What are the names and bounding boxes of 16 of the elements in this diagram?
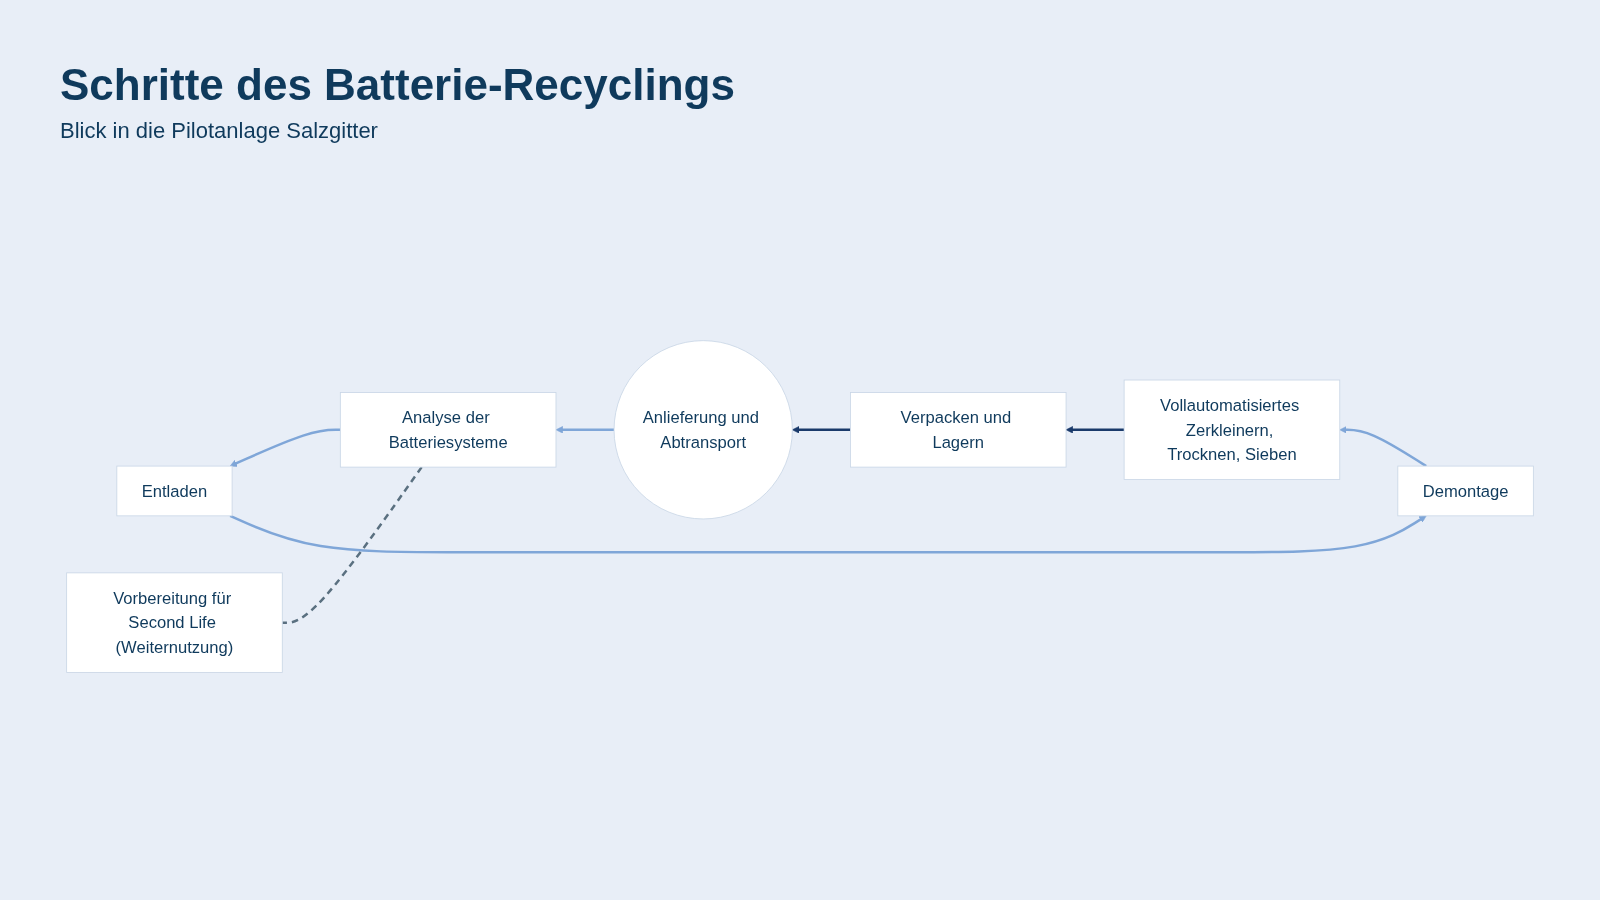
arrow bbox=[1339, 426, 1427, 468]
node-box: Vollautomatisiertes Zerkleinern, Trocknen, Sieben bbox=[1123, 380, 1341, 481]
node-box: Demontage bbox=[1397, 466, 1534, 517]
arrow bbox=[229, 515, 1427, 554]
diagram-subtitle: Blick in die Pilotanlage Salzgitter bbox=[60, 118, 379, 144]
node-box: Analyse der Batteriesysteme bbox=[339, 392, 557, 468]
arrow bbox=[1065, 426, 1125, 434]
node-box: Entladen bbox=[116, 466, 233, 517]
arrow bbox=[229, 429, 341, 468]
node-circle: Anlieferung und Abtransport bbox=[613, 340, 793, 520]
diagram-title: Schritte des Batterie-Recyclings bbox=[60, 60, 736, 110]
arrow bbox=[555, 426, 615, 434]
arrow bbox=[792, 426, 851, 434]
node-box: Vorbereitung für Second Life (Weiternutzung) bbox=[66, 572, 283, 674]
connector bbox=[282, 466, 423, 625]
node-box: Verpacken und Lagern bbox=[850, 392, 1067, 468]
